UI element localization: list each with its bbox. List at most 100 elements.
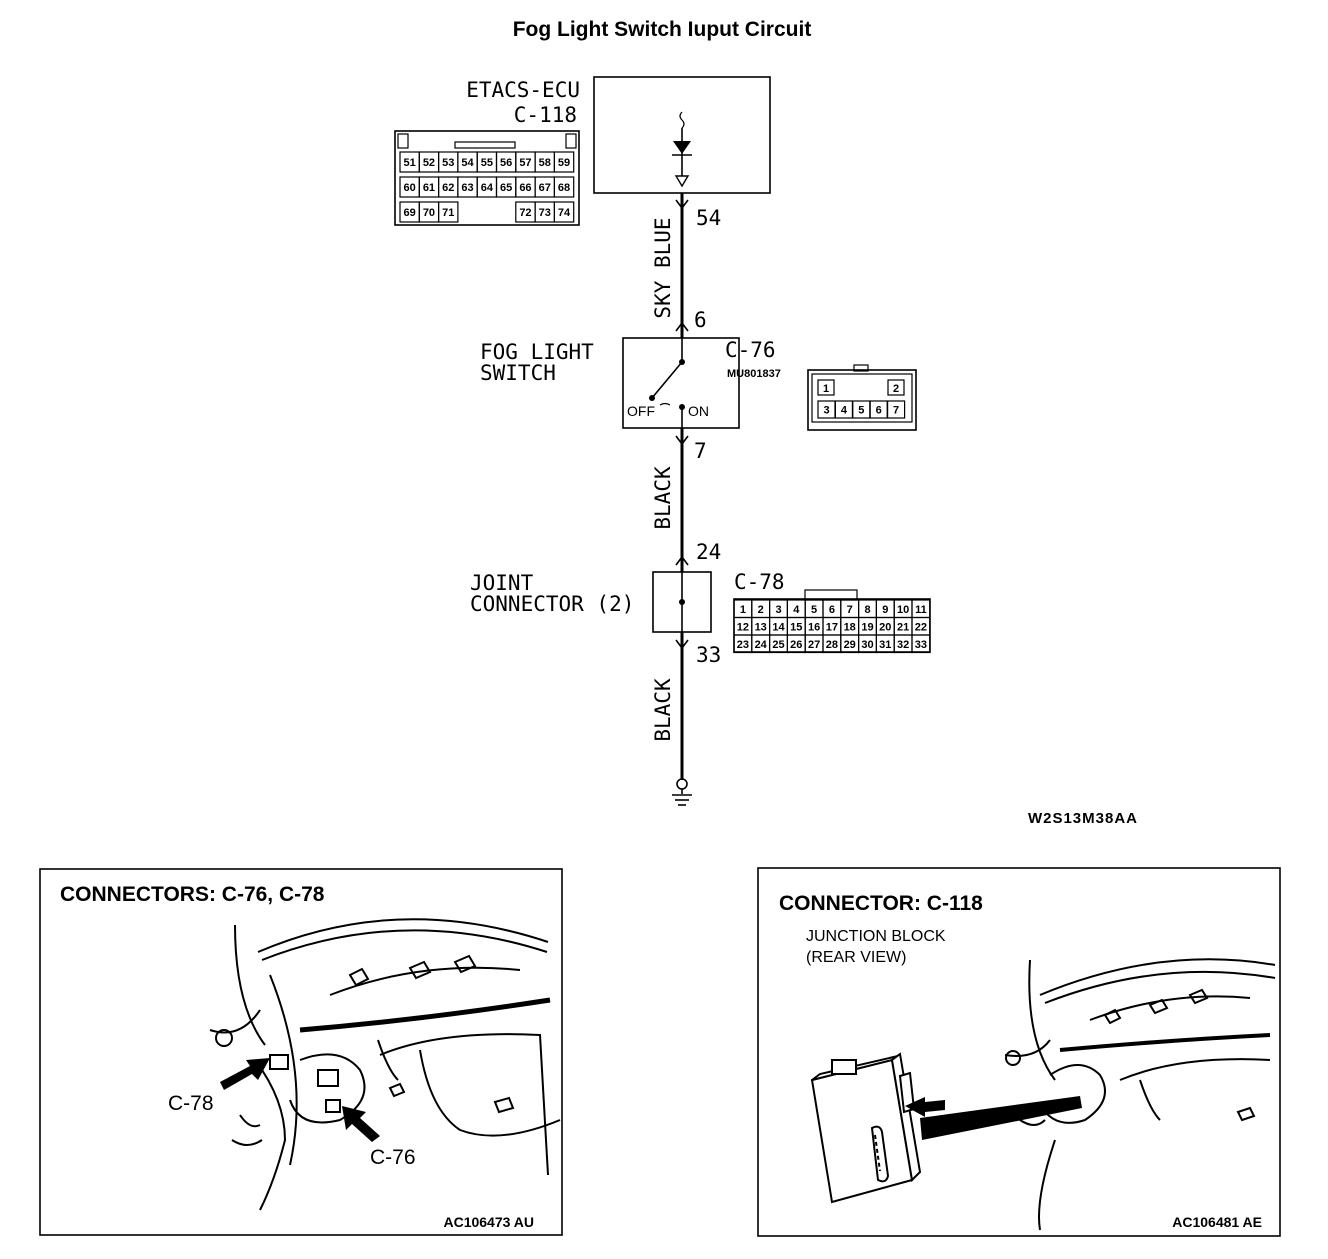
c78-pin-15: 15 — [790, 621, 802, 633]
junction-block-icon — [810, 1052, 922, 1204]
ground-icon — [672, 778, 692, 806]
c118-pin-62: 62 — [442, 182, 454, 194]
c78-pin-31: 31 — [879, 639, 891, 651]
arrow-c118-icon — [905, 1097, 945, 1117]
c78-pin-23: 23 — [737, 639, 749, 651]
c118-pin-67: 67 — [539, 182, 551, 194]
joint-label-line2: CONNECTOR (2) — [470, 592, 634, 616]
c78-pin-33: 33 — [915, 639, 927, 651]
c78-pin-10: 10 — [897, 604, 909, 616]
dashboard-illustration-right — [1004, 958, 1276, 1231]
c76-pin-1: 1 — [823, 383, 829, 395]
callout-c78: C-78 — [168, 1092, 214, 1115]
c118-pin-71: 71 — [442, 207, 454, 219]
switch-off-label: OFF — [627, 403, 655, 419]
c78-pin-20: 20 — [879, 621, 891, 633]
c76-pin-7: 7 — [893, 405, 899, 417]
c78-pin-9: 9 — [882, 604, 888, 616]
c76-pin-6: 6 — [876, 405, 882, 417]
c78-pin-32: 32 — [897, 639, 909, 651]
c118-pin-53: 53 — [442, 157, 454, 169]
c76-pin-5: 5 — [858, 405, 864, 417]
c118-pin-74: 74 — [558, 207, 571, 219]
c78-pin-19: 19 — [861, 621, 873, 633]
c78-pin-12: 12 — [737, 621, 749, 633]
c78-pin-18: 18 — [844, 621, 856, 633]
c118-pin-68-cell — [553, 176, 575, 198]
terminal-54: 54 — [696, 206, 721, 230]
c76-pin-2: 2 — [893, 383, 899, 395]
c78-pin-25: 25 — [772, 639, 784, 651]
c76-pin-3: 3 — [823, 405, 829, 417]
terminal-33: 33 — [696, 643, 721, 667]
c78-pin-22: 22 — [915, 621, 927, 633]
diode-icon — [672, 111, 692, 188]
c118-pin-65: 65 — [500, 182, 512, 194]
c78-pin-33-cell — [911, 634, 931, 654]
switch-icon — [649, 338, 685, 428]
panel-right-title: CONNECTOR: C-118 — [779, 892, 983, 915]
panel-right-subtitle-line1: JUNCTION BLOCK — [806, 928, 946, 945]
wire-color-sky-blue: SKY BLUE — [651, 217, 675, 318]
panel-left-title: CONNECTORS: C-76, C-78 — [60, 883, 325, 906]
fog-switch-label-line1: FOG LIGHT — [480, 340, 594, 364]
c118-pin-71-cell — [438, 201, 459, 223]
panel-left-code: AC106473 AU — [443, 1214, 534, 1230]
dashboard-illustration-left — [209, 918, 561, 1211]
c78-pin-17: 17 — [826, 621, 838, 633]
c118-pin-52: 52 — [423, 157, 435, 169]
callout-c76: C-76 — [370, 1146, 416, 1169]
c118-pin-59: 59 — [558, 157, 570, 169]
c78-label: C-78 — [734, 570, 785, 594]
joint-label-line1: JOINT — [470, 571, 534, 595]
arrow-c78-icon — [220, 1058, 270, 1090]
c78-pin-11: 11 — [915, 604, 927, 616]
c118-pin-58: 58 — [539, 157, 551, 169]
c78-pin-14: 14 — [772, 621, 785, 633]
c78-pin-30: 30 — [861, 639, 873, 651]
c76-part-number: MU801837 — [727, 368, 781, 380]
c118-pin-70: 70 — [423, 207, 435, 219]
c78-pin-5: 5 — [811, 604, 817, 616]
junction-pointer-beam — [920, 1096, 1082, 1140]
c118-pin-61: 61 — [423, 182, 435, 194]
c118-pin-68: 68 — [558, 182, 570, 194]
c118-pin-57: 57 — [519, 157, 531, 169]
c76-pin-4: 4 — [841, 405, 848, 417]
c118-pin-73: 73 — [539, 207, 551, 219]
c118-pin-56: 56 — [500, 157, 512, 169]
terminal-7: 7 — [694, 439, 707, 463]
c78-pin-16: 16 — [808, 621, 820, 633]
c78-pin-24: 24 — [755, 639, 768, 651]
location-panel-left: CONNECTORS: C-76, C-78 — [39, 868, 563, 1236]
wire-color-black-upper: BLACK — [651, 466, 675, 530]
c76-label: C-76 — [725, 338, 776, 362]
fog-switch-label-line2: SWITCH — [480, 361, 556, 385]
panel-right-subtitle-line2: (REAR VIEW) — [806, 949, 906, 966]
switch-on-label: ON — [688, 403, 709, 419]
c78-pin-27: 27 — [808, 639, 820, 651]
c118-pin-69: 69 — [404, 207, 416, 219]
c78-pin-1: 1 — [740, 604, 746, 616]
terminal-24: 24 — [696, 540, 721, 564]
fog-switch-box — [622, 337, 740, 429]
c76-pin-7-cell — [886, 400, 906, 419]
c118-pin-74-cell — [553, 201, 575, 223]
terminal-6: 6 — [694, 308, 707, 332]
c118-pin-51: 51 — [404, 157, 416, 169]
c78-pin-13: 13 — [755, 621, 767, 633]
etacs-label: ETACS-ECU — [466, 78, 580, 102]
c78-pin-3: 3 — [775, 604, 781, 616]
diagram-code: W2S13M38AA — [1028, 810, 1138, 827]
c118-pin-59-cell — [553, 151, 575, 173]
c78-pin-26: 26 — [790, 639, 802, 651]
c78-pin-8: 8 — [864, 604, 870, 616]
c78-pin-29: 29 — [844, 639, 856, 651]
c78-pin-28: 28 — [826, 639, 838, 651]
c118-pin-63: 63 — [461, 182, 473, 194]
etacs-connector-label: C-118 — [514, 103, 577, 127]
